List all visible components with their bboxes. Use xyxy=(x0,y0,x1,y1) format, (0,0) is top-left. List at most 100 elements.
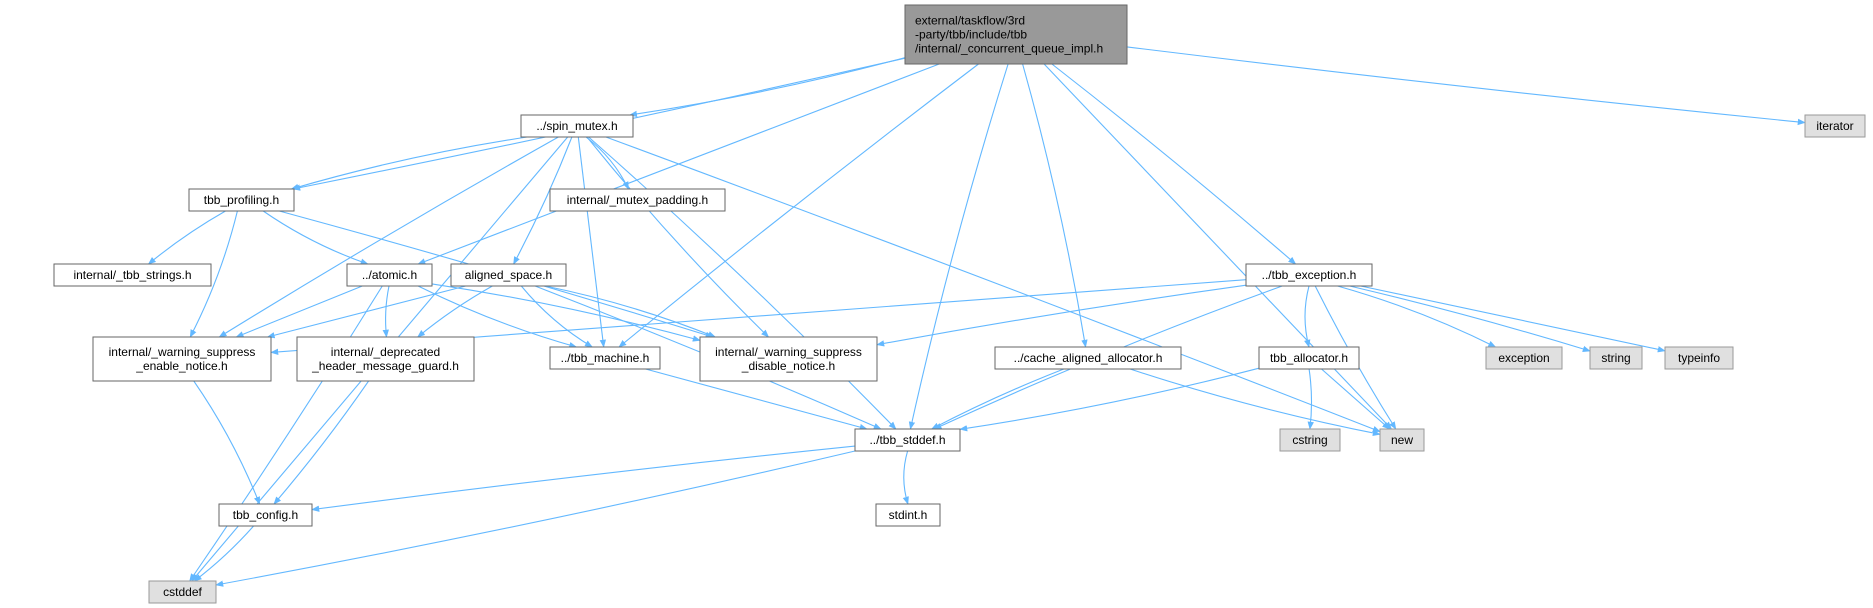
edge-line xyxy=(545,285,716,338)
node-tbb-strings[interactable]: internal/_tbb_strings.h xyxy=(53,263,212,287)
node-exception: exception xyxy=(1485,346,1563,370)
node-label: tbb_allocator.h xyxy=(1270,351,1348,365)
node-label: internal/_deprecated xyxy=(331,345,440,359)
edge-line xyxy=(1304,285,1311,348)
edge-line xyxy=(189,285,383,582)
edge-layer xyxy=(147,46,1806,587)
edge-line xyxy=(311,445,856,512)
node-box xyxy=(1485,346,1563,370)
node-tbb-profiling[interactable]: tbb_profiling.h xyxy=(188,188,295,212)
edge-aligned_space-to-warn_disable xyxy=(545,285,716,338)
edge-cache_aligned_allocator-to-new xyxy=(1129,368,1381,437)
node-label: internal/_mutex_padding.h xyxy=(567,193,708,207)
edge-line xyxy=(235,285,363,338)
edge-line xyxy=(586,136,770,338)
node-label: _header_message_guard.h xyxy=(311,359,459,373)
node-label: ../spin_mutex.h xyxy=(536,119,617,133)
node-atomic[interactable]: ../atomic.h xyxy=(346,263,433,287)
edge-tbb_allocator-to-tbb_stddef xyxy=(959,367,1260,432)
node-deprecated-guard[interactable]: internal/_deprecated_header_message_guar… xyxy=(296,336,475,382)
node-box xyxy=(1245,263,1373,287)
node-cache-aligned-allocator[interactable]: ../cache_aligned_allocator.h xyxy=(994,346,1182,370)
edge-spin_mutex-to-warn_enable xyxy=(218,136,559,338)
edge-tbb_config-to-cstddef xyxy=(193,525,255,582)
node-label: typeinfo xyxy=(1678,351,1720,365)
node-tbb-allocator[interactable]: tbb_allocator.h xyxy=(1258,346,1360,370)
edge-root-to-new xyxy=(1043,63,1393,430)
node-label: /internal/_concurrent_queue_impl.h xyxy=(915,42,1103,56)
node-box xyxy=(520,114,634,138)
edge-line xyxy=(417,285,493,338)
node-tbb-stddef[interactable]: ../tbb_stddef.h xyxy=(854,428,961,452)
node-label: aligned_space.h xyxy=(465,268,552,282)
node-stdint[interactable]: stdint.h xyxy=(875,503,941,527)
node-label: -party/tbb/include/tbb xyxy=(915,28,1027,42)
edge-tbb_allocator-to-new xyxy=(1321,368,1391,430)
node-box xyxy=(854,428,961,452)
node-box xyxy=(875,503,941,527)
node-tbb-exception[interactable]: ../tbb_exception.h xyxy=(1245,263,1373,287)
edge-aligned_space-to-warn_enable xyxy=(266,285,466,339)
node-label: internal/_tbb_strings.h xyxy=(73,268,191,282)
edge-atomic-to-cstddef xyxy=(189,285,383,582)
edge-tbb_profiling-to-tbb_strings xyxy=(147,210,226,265)
node-label: _enable_notice.h xyxy=(135,359,227,373)
edge-root-to-tbb_stddef xyxy=(908,63,1009,430)
edge-line xyxy=(930,368,1064,430)
node-warn-enable[interactable]: internal/_warning_suppress_enable_notice… xyxy=(92,336,272,382)
edge-root-to-iterator xyxy=(1126,46,1806,126)
node-box xyxy=(549,188,726,212)
node-label: stdint.h xyxy=(889,508,928,522)
edge-line xyxy=(1349,285,1591,352)
node-mutex-padding[interactable]: internal/_mutex_padding.h xyxy=(549,188,726,212)
edge-line xyxy=(585,136,629,190)
node-box xyxy=(53,263,212,287)
edge-tbb_profiling-to-atomic xyxy=(262,210,369,265)
edge-deprecated_guard-to-tbb_config xyxy=(273,380,370,505)
node-tbb-config[interactable]: tbb_config.h xyxy=(218,503,313,527)
edge-tbb_machine-to-tbb_stddef xyxy=(645,368,868,431)
edge-line xyxy=(1043,63,1393,430)
edge-spin_mutex-to-new xyxy=(605,136,1381,433)
edge-line xyxy=(382,285,390,338)
edge-warn_enable-to-tbb_config xyxy=(193,380,261,505)
node-warn-disable[interactable]: internal/_warning_suppress_disable_notic… xyxy=(699,336,878,382)
edge-line xyxy=(605,136,1381,433)
edge-line xyxy=(1337,285,1497,348)
edge-tbb_stddef-to-tbb_config xyxy=(311,445,856,512)
node-label: internal/_warning_suppress xyxy=(715,345,862,359)
edge-line xyxy=(147,210,226,265)
edge-root-to-tbb_exception xyxy=(1051,63,1297,265)
edge-atomic-to-warn_enable xyxy=(235,285,363,338)
edge-root-to-cache_aligned_allocator xyxy=(1022,63,1088,348)
edge-line xyxy=(193,525,255,582)
node-aligned-space[interactable]: aligned_space.h xyxy=(450,263,567,287)
node-box xyxy=(1258,346,1360,370)
node-box xyxy=(1379,428,1425,452)
node-spin-mutex[interactable]: ../spin_mutex.h xyxy=(520,114,634,138)
node-tbb-machine[interactable]: ../tbb_machine.h xyxy=(549,346,661,370)
edge-line xyxy=(1129,368,1381,437)
edge-spin_mutex-to-tbb_machine xyxy=(577,136,607,348)
node-label: _disable_notice.h xyxy=(741,359,835,373)
node-box xyxy=(188,188,295,212)
edge-line xyxy=(1126,46,1806,126)
edge-aligned_space-to-tbb_machine xyxy=(520,285,593,348)
edge-tbb_exception-to-exception xyxy=(1337,285,1497,348)
edge-line xyxy=(588,136,897,430)
edge-line xyxy=(902,450,909,505)
node-root[interactable]: external/taskflow/3rd-party/tbb/include/… xyxy=(904,4,1128,65)
edge-line xyxy=(431,283,701,342)
node-label: iterator xyxy=(1816,119,1853,133)
edge-line xyxy=(577,136,607,348)
edge-root-to-tbb_machine xyxy=(618,63,979,348)
edge-line xyxy=(215,450,856,587)
edge-line xyxy=(417,285,578,349)
edge-cache_aligned_allocator-to-tbb_stddef xyxy=(930,368,1064,430)
node-label: ../cache_aligned_allocator.h xyxy=(1014,351,1163,365)
node-cstring: cstring xyxy=(1279,428,1341,452)
node-label: ../tbb_stddef.h xyxy=(869,433,945,447)
edge-line xyxy=(520,285,593,348)
node-box xyxy=(450,263,567,287)
edge-line xyxy=(273,380,370,505)
